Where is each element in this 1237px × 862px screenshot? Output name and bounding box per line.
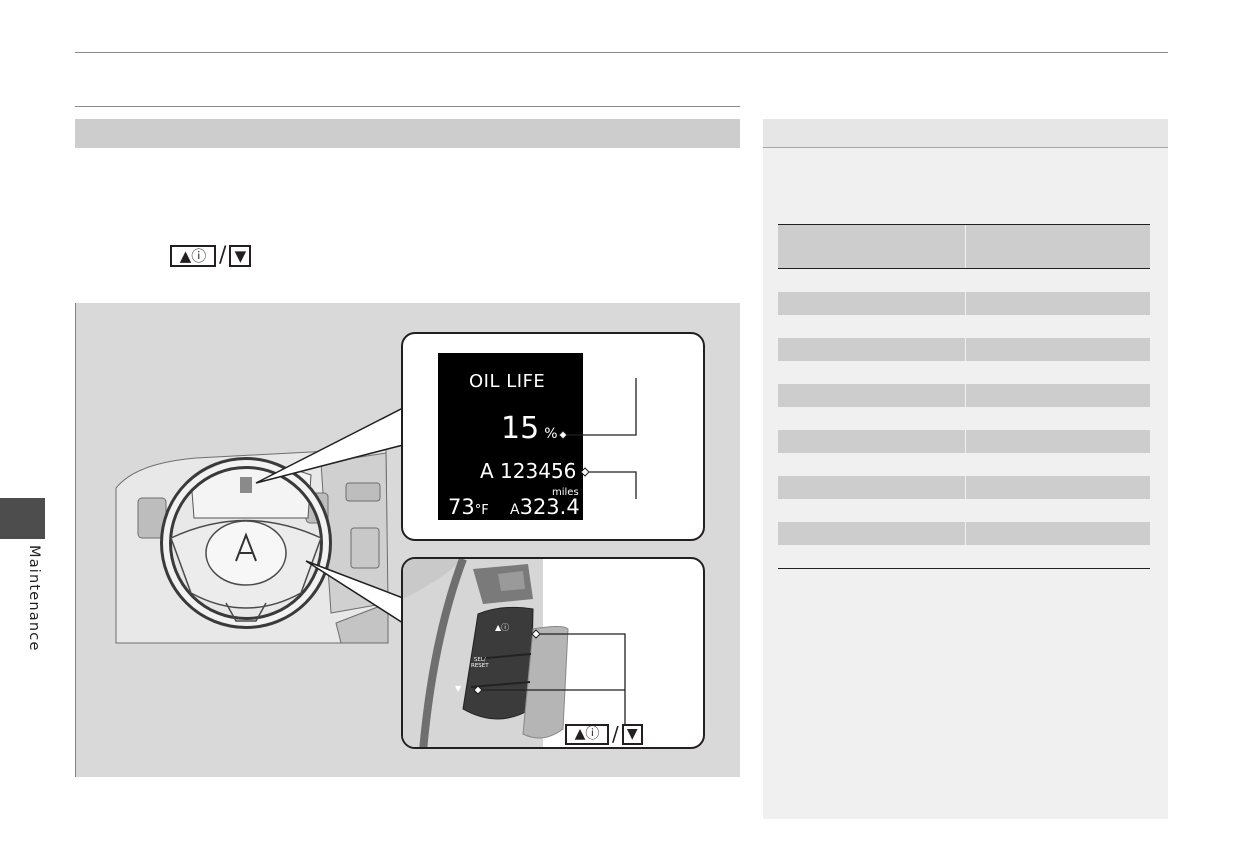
side-table-header bbox=[778, 224, 1150, 269]
side-info-panel bbox=[763, 119, 1168, 819]
section-rule bbox=[75, 106, 740, 107]
trip-meter: A323.4 bbox=[510, 495, 580, 519]
wheel-sel-reset-label: SEL/ RESET bbox=[471, 657, 489, 669]
wheel-buttons-inset: ▲ⓘ SEL/ RESET ▼ ▲ⓘ / ▼ bbox=[401, 557, 705, 749]
table-row bbox=[778, 453, 1150, 476]
callout-slash: / bbox=[612, 722, 619, 746]
trip-prefix: A bbox=[510, 502, 520, 518]
info-up-button-label: ▲ⓘ bbox=[179, 246, 207, 265]
table-row bbox=[778, 407, 1150, 430]
table-row bbox=[778, 384, 1150, 407]
chapter-tab[interactable] bbox=[0, 498, 45, 539]
temp-value: 73 bbox=[448, 495, 475, 519]
callout-info-up-label: ▲ⓘ bbox=[574, 726, 600, 742]
outside-temp: 73°F bbox=[448, 495, 489, 519]
wheel-down-button-label: ▼ bbox=[455, 684, 462, 693]
table-row bbox=[778, 476, 1150, 499]
callout-down-icon: ▼ bbox=[621, 723, 643, 745]
table-row bbox=[778, 430, 1150, 453]
table-row bbox=[778, 499, 1150, 522]
callout-down-label: ▼ bbox=[626, 726, 638, 742]
temp-unit: °F bbox=[474, 503, 489, 518]
display-inset: OIL LIFE 15 % A 123456 73°F miles A323.4 bbox=[401, 332, 705, 541]
table-row bbox=[778, 545, 1150, 569]
table-row bbox=[778, 315, 1150, 338]
trip-value: 323.4 bbox=[519, 495, 580, 519]
callout-buttons: ▲ⓘ / ▼ bbox=[565, 723, 643, 745]
down-button-icon: ▼ bbox=[229, 245, 252, 267]
steering-wheel-illustration bbox=[115, 406, 404, 644]
dashboard-illustration: OIL LIFE 15 % A 123456 73°F miles A323.4 bbox=[75, 303, 740, 777]
odometer: A 123456 bbox=[480, 459, 577, 483]
oil-life-percent: 15 % bbox=[501, 411, 558, 446]
info-down-buttons-inline: ▲ⓘ / ▼ bbox=[170, 243, 252, 268]
display-callout-lines bbox=[558, 378, 637, 499]
table-row bbox=[778, 269, 1150, 292]
wheel-switch-illustration bbox=[403, 559, 626, 747]
trip-unit-label: miles bbox=[552, 487, 579, 498]
side-table bbox=[778, 224, 1150, 569]
page-top-rule bbox=[75, 52, 1168, 53]
oil-life-value: 15 bbox=[501, 411, 540, 446]
section-header-bar bbox=[75, 119, 740, 148]
callout-info-up-icon: ▲ⓘ bbox=[565, 723, 609, 745]
table-row bbox=[778, 361, 1150, 384]
multi-info-display: OIL LIFE 15 % A 123456 73°F miles A323.4 bbox=[438, 353, 583, 520]
table-row bbox=[778, 292, 1150, 315]
oil-life-unit: % bbox=[544, 426, 558, 442]
display-title: OIL LIFE bbox=[469, 371, 546, 392]
table-row bbox=[778, 522, 1150, 545]
wheel-info-button-label: ▲ⓘ bbox=[495, 623, 510, 632]
slash-separator: / bbox=[219, 243, 227, 268]
down-button-label: ▼ bbox=[234, 246, 247, 265]
chapter-label: Maintenance bbox=[26, 545, 42, 652]
table-row bbox=[778, 338, 1150, 361]
info-up-button-icon: ▲ⓘ bbox=[170, 245, 216, 267]
side-panel-header bbox=[763, 119, 1168, 148]
